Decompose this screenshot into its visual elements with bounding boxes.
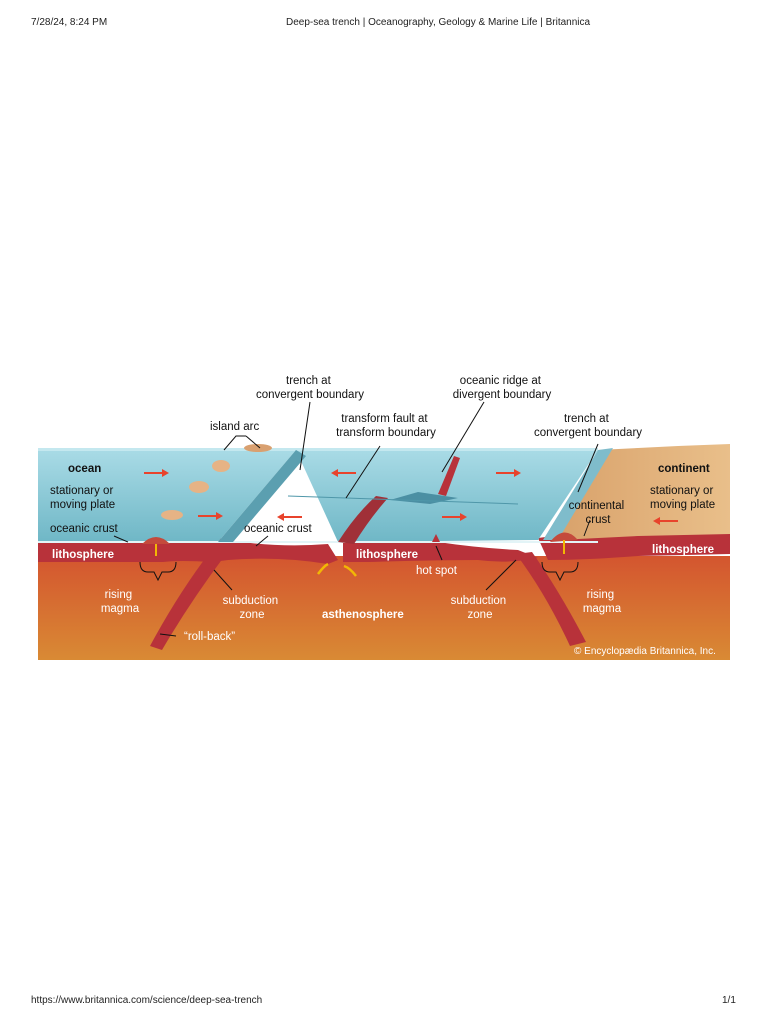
- label-hot-spot: hot spot: [416, 565, 458, 577]
- print-page-title: Deep-sea trench | Oceanography, Geology …: [286, 17, 591, 28]
- label-plate-right: stationary or moving plate: [650, 485, 716, 511]
- label-lithosphere-mid: lithosphere: [356, 549, 418, 561]
- trench-left-wall: [218, 450, 306, 542]
- leader-continental-crust: [583, 519, 591, 537]
- label-trench-left: trench at convergent boundary: [256, 375, 364, 401]
- magma-arrows: [317, 562, 357, 577]
- label-ocean: ocean: [68, 463, 101, 475]
- leader-hot-spot: [435, 545, 443, 561]
- label-oceanic-crust-left: oceanic crust: [50, 523, 119, 535]
- subducting-slab-right: [516, 552, 586, 646]
- volcano-right: [550, 532, 578, 542]
- print-url: https://www.britannica.com/science/deep-…: [31, 995, 263, 1006]
- label-asthenosphere: asthenosphere: [322, 609, 404, 621]
- arrow-left-1: [331, 469, 356, 477]
- transform-fault-line: [287, 495, 519, 505]
- leader-subduction-right: [485, 559, 517, 591]
- ocean-plate-left: [38, 450, 296, 542]
- label-roll-back: “roll-back”: [184, 631, 235, 643]
- brace-rising-magma-left: [139, 561, 177, 582]
- ridge-segment: [338, 496, 388, 544]
- label-lithosphere-right: lithosphere: [652, 544, 714, 556]
- leader-lines: [113, 401, 599, 637]
- label-continent: continent: [658, 463, 710, 475]
- leader-trench-left: [299, 401, 311, 471]
- label-trench-right: trench at convergent boundary: [534, 413, 642, 439]
- label-subduction-left: subduction zone: [223, 595, 282, 621]
- label-subduction-right: subduction zone: [451, 595, 510, 621]
- label-lithosphere-left: lithosphere: [52, 549, 114, 561]
- trench-right-wall: [543, 448, 613, 540]
- label-oceanic-crust-mid: oceanic crust: [244, 523, 313, 535]
- arrow-right-4: [442, 513, 467, 521]
- seamount-1: [212, 460, 230, 472]
- label-transform-fault: transform fault at transform boundary: [336, 413, 436, 439]
- leader-island-arc-1: [223, 435, 246, 451]
- magma-arrow-1: [317, 562, 329, 575]
- leader-roll-back: [159, 633, 177, 637]
- arrow-right-1: [144, 469, 169, 477]
- hot-spot-cone: [432, 534, 440, 542]
- ocean-plate-middle: [296, 450, 598, 542]
- print-page-number: 1/1: [722, 995, 736, 1006]
- leader-subduction-left: [213, 569, 233, 591]
- ocean-surface: [38, 448, 598, 451]
- leader-ridge: [441, 401, 485, 473]
- brace-rising-magma-right: [541, 561, 579, 582]
- leader-island-arc-2: [245, 435, 261, 449]
- leader-oceanic-crust-mid: [255, 535, 269, 547]
- label-continental-crust: continental crust: [569, 500, 628, 526]
- label-island-arc: island arc: [210, 421, 259, 433]
- plate-tectonics-diagram: trench at convergent boundary oceanic ri…: [38, 364, 730, 660]
- plate-motion-arrows: [144, 469, 678, 525]
- leader-transform: [345, 445, 381, 499]
- arrow-left-3: [653, 517, 678, 525]
- arrow-right-3: [496, 469, 521, 477]
- magma-arrow-2: [343, 564, 357, 577]
- label-ridge: oceanic ridge at divergent boundary: [453, 375, 552, 401]
- lithosphere-band-left: [38, 537, 338, 564]
- copyright-notice: © Encyclopædia Britannica, Inc.: [574, 646, 716, 657]
- leader-oceanic-crust-left: [113, 535, 129, 543]
- lithosphere-band-right: [538, 532, 730, 560]
- arrow-right-2: [198, 512, 223, 520]
- diagram-svg: trench at convergent boundary oceanic ri…: [38, 364, 730, 660]
- label-rising-magma-left: rising magma: [101, 589, 140, 615]
- label-rising-magma-right: rising magma: [583, 589, 622, 615]
- asthenosphere-layer: [38, 556, 730, 660]
- print-datetime: 7/28/24, 8:24 PM: [31, 17, 108, 28]
- leader-trench-right: [577, 443, 599, 493]
- arrow-left-2: [277, 513, 302, 521]
- ridge-crest: [438, 456, 460, 496]
- island-arc-peak: [244, 444, 272, 452]
- label-plate-left: stationary or moving plate: [50, 485, 116, 511]
- subducting-slab-left: [150, 552, 226, 650]
- seamount-2: [189, 481, 209, 493]
- volcano-left: [142, 537, 170, 544]
- seamount-3: [161, 510, 183, 520]
- lithosphere-band-middle: [343, 542, 538, 562]
